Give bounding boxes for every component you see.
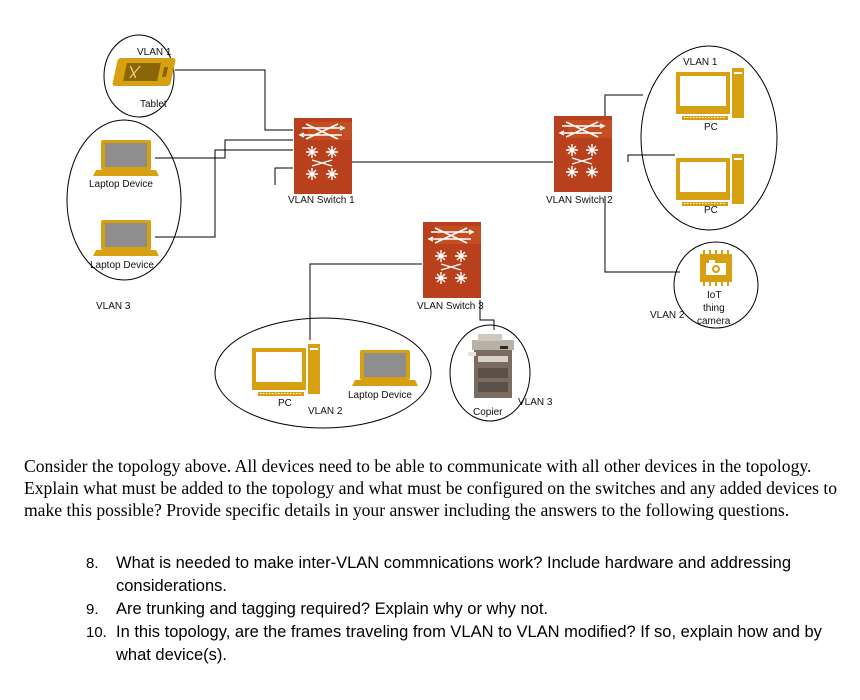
desktop-pc-icon — [675, 67, 745, 121]
vlan3-laptop-group-label: VLAN 3 — [96, 301, 131, 312]
pc-top-label: PC — [704, 122, 718, 133]
question-list: 8. What is needed to make inter-VLAN com… — [86, 552, 836, 667]
vlan2-iot-group-outline — [673, 241, 759, 329]
question-number: 10. — [86, 624, 107, 641]
question-number: 9. — [86, 601, 99, 618]
laptop-icon — [93, 140, 159, 176]
vlan3-copier-group-label: VLAN 3 — [518, 397, 553, 408]
vlan2-pc-laptop-group-outline — [214, 317, 432, 429]
vlan1-tablet-group-outline — [103, 34, 175, 118]
laptop-top-label: Laptop Device — [89, 179, 153, 190]
layer3-switch-icon — [293, 117, 353, 195]
prompt-text-block: Consider the topology above. All devices… — [24, 455, 844, 521]
iot-label-line1: IoT — [707, 290, 721, 301]
vlan3-laptop-group-outline — [66, 119, 182, 281]
connection-wires — [155, 69, 680, 340]
iot-label-line2: thing — [703, 303, 725, 314]
vlan3-copier-group-outline — [449, 324, 531, 422]
iot-camera-icon — [700, 250, 732, 286]
vlan2-pc-laptop-group-label: VLAN 2 — [308, 406, 343, 417]
question-item: 9. Are trunking and tagging required? Ex… — [86, 598, 836, 621]
desktop-pc-icon — [675, 153, 745, 207]
prompt-paragraph: Consider the topology above. All devices… — [24, 456, 838, 520]
pc-bottom-label: PC — [704, 205, 718, 216]
question-item: 10. In this topology, are the frames tra… — [86, 621, 836, 667]
iot-label-line3: camera — [697, 316, 731, 327]
switch1-label: VLAN Switch 1 — [288, 195, 355, 206]
laptop-icon — [93, 220, 159, 256]
question-number: 8. — [86, 555, 99, 572]
layer3-switch-icon — [422, 221, 482, 299]
question-text: In this topology, are the frames traveli… — [116, 623, 822, 664]
switch3-label: VLAN Switch 3 — [417, 301, 484, 312]
pc-vlan2-label: PC — [278, 398, 292, 409]
layer3-switch-icon — [553, 115, 613, 193]
vlan1-pc-group-label: VLAN 1 — [683, 57, 718, 68]
desktop-pc-icon — [251, 343, 321, 397]
vlan1-tablet-group-label: VLAN 1 — [137, 47, 172, 58]
laptop-vlan2-label: Laptop Device — [348, 390, 412, 401]
switch2-label: VLAN Switch 2 — [546, 195, 613, 206]
tablet-label: Tablet — [140, 99, 167, 110]
copier-icon — [468, 334, 514, 398]
copier-label: Copier — [473, 407, 503, 418]
laptop-bottom-label: Laptop Device — [90, 260, 154, 271]
laptop-icon — [352, 350, 418, 386]
network-topology-diagram: Tablet VLAN 1 Laptop Device Laptop Devic… — [66, 34, 778, 429]
question-text: Are trunking and tagging required? Expla… — [116, 600, 549, 618]
vlan1-pc-group-outline — [640, 45, 778, 231]
question-item: 8. What is needed to make inter-VLAN com… — [86, 552, 836, 598]
tablet-icon — [112, 58, 176, 86]
question-text: What is needed to make inter-VLAN commni… — [116, 554, 792, 595]
vlan2-iot-group-label: VLAN 2 — [650, 310, 685, 321]
